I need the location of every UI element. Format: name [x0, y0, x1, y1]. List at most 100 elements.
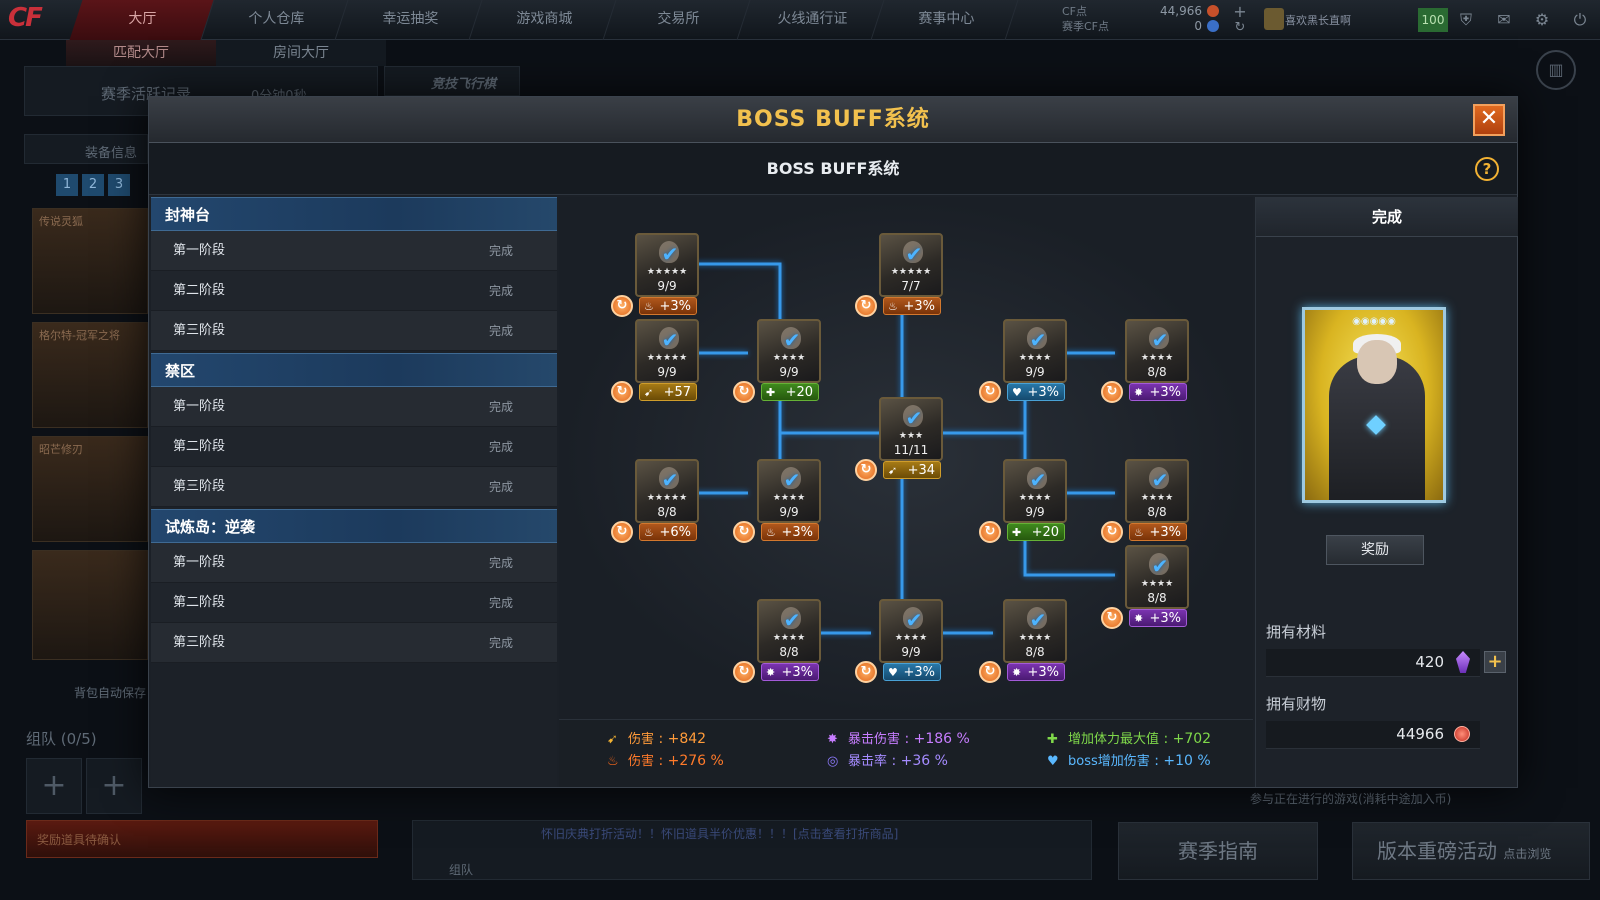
buff-node[interactable]: ✔★★★★★8/8 — [635, 459, 699, 523]
stage-row[interactable]: 第一阶段 完成 — [151, 387, 557, 427]
upgrade-icon[interactable]: ↻ — [979, 521, 1001, 543]
buff-node[interactable]: ✔★★★★9/9 — [1003, 319, 1067, 383]
item-card[interactable] — [32, 550, 148, 660]
material-label: 拥有材料 — [1266, 623, 1327, 641]
checkmark-icon: ✔ — [661, 328, 679, 352]
stage-row[interactable]: 第三阶段 完成 — [151, 311, 557, 351]
stage-group-header[interactable]: 禁区 — [151, 353, 557, 387]
stage-row[interactable]: 第二阶段 完成 — [151, 583, 557, 623]
buff-node[interactable]: ✔★★★★9/9 — [757, 459, 821, 523]
upgrade-icon[interactable]: ↻ — [611, 295, 633, 317]
node-bonus: ➹+57 — [639, 383, 697, 401]
stage-row[interactable]: 第一阶段 完成 — [151, 543, 557, 583]
node-bonus: ✸+3% — [1007, 663, 1065, 681]
nav-lottery[interactable]: 幸运抽奖 — [337, 0, 483, 40]
buff-node[interactable]: ✔★★★★8/8 — [1125, 459, 1189, 523]
node-stars: ★★★★ — [1018, 633, 1052, 643]
upgrade-icon[interactable]: ↻ — [1101, 521, 1123, 543]
season-guide-button[interactable]: 赛季指南 — [1118, 822, 1318, 880]
version-event-button[interactable]: 版本重磅活动 点击浏览 — [1352, 822, 1590, 880]
weapon-card[interactable]: 传说灵狐 — [32, 208, 148, 314]
stage-row[interactable]: 第二阶段 完成 — [151, 271, 557, 311]
buff-node[interactable]: ✔★★★★8/8 — [1003, 599, 1067, 663]
stage-row[interactable]: 第二阶段 完成 — [151, 427, 557, 467]
stats-icon[interactable]: ▥ — [1536, 50, 1576, 90]
upgrade-icon[interactable]: ↻ — [1101, 381, 1123, 403]
add-material-button[interactable]: + — [1484, 651, 1506, 673]
add-teammate-button[interactable]: + — [26, 758, 82, 814]
node-bonus: ♥+3% — [1007, 383, 1065, 401]
upgrade-icon[interactable]: ↻ — [855, 459, 877, 481]
buff-node[interactable]: ✔★★★★★9/9 — [635, 319, 699, 383]
buff-node[interactable]: ✔★★★★★7/7 — [879, 233, 943, 297]
buff-node[interactable]: ✔★★★★8/8 — [1125, 319, 1189, 383]
buff-node[interactable]: ✔★★★★9/9 — [879, 599, 943, 663]
stage-row[interactable]: 第一阶段 完成 — [151, 231, 557, 271]
fire-icon: ♨ — [644, 526, 654, 539]
upgrade-icon[interactable]: ↻ — [855, 661, 877, 683]
weapon-card[interactable]: 昭芒修刃 — [32, 436, 148, 542]
checkmark-icon: ✔ — [783, 608, 801, 632]
add-icon[interactable]: + — [1233, 2, 1247, 21]
upgrade-icon[interactable]: ↻ — [611, 521, 633, 543]
tab-room-lobby[interactable]: 房间大厅 — [273, 45, 329, 61]
node-progress: 11/11 — [893, 443, 929, 457]
chat-panel[interactable]: 怀旧庆典打折活动！！怀旧道具半价优惠！！！[点击查看打折商品] 组队 — [412, 820, 1092, 880]
refresh-icon[interactable]: ↻ — [1234, 20, 1246, 35]
reward-pending-bar[interactable]: 奖励道具待确认 — [26, 820, 378, 858]
upgrade-icon[interactable]: ↻ — [1101, 607, 1123, 629]
upgrade-icon[interactable]: ↻ — [733, 381, 755, 403]
loadout-tab-1[interactable]: 1 — [56, 174, 78, 196]
reward-character-card[interactable]: ◉◉◉◉◉ — [1302, 307, 1446, 503]
message-icon[interactable]: ✉ — [1497, 10, 1511, 29]
reward-panel: 完成 ◉◉◉◉◉ 奖励 拥有材料 420 + 拥有财物 44966 — [1255, 197, 1518, 787]
dialog-titlebar: BOSS BUFF系统 ✕ — [149, 97, 1517, 143]
reward-button[interactable]: 奖励 — [1326, 535, 1424, 565]
stage-group-header[interactable]: 试炼岛：逆袭 — [151, 509, 557, 543]
top-nav-bar: CF 大厅 个人仓库 幸运抽奖 游戏商城 交易所 火线通行证 赛事中心 CF点 … — [0, 0, 1600, 40]
purple-icon: ✸ — [1134, 612, 1144, 625]
node-bonus: ♨+6% — [639, 523, 697, 541]
buff-node[interactable]: ✔★★★★8/8 — [1125, 545, 1189, 609]
gear-icon[interactable]: ⚙ — [1534, 10, 1550, 29]
nav-exchange[interactable]: 交易所 — [605, 0, 751, 40]
help-button[interactable]: ? — [1475, 157, 1499, 181]
equip-info-tab[interactable]: 装备信息 — [24, 134, 148, 164]
loadout-tab-2[interactable]: 2 — [82, 174, 104, 196]
nav-warehouse[interactable]: 个人仓库 — [203, 0, 349, 40]
nav-shop[interactable]: 游戏商城 — [471, 0, 617, 40]
upgrade-icon[interactable]: ↻ — [733, 521, 755, 543]
crit-damage-icon: ✸ — [827, 732, 838, 747]
node-progress: 9/9 — [657, 279, 677, 293]
upgrade-icon[interactable]: ↻ — [733, 661, 755, 683]
tab-match-lobby[interactable]: 匹配大厅 — [66, 40, 216, 66]
buff-node[interactable]: ✔★★★11/11 — [879, 397, 943, 461]
buff-node[interactable]: ✔★★★★8/8 — [757, 599, 821, 663]
node-progress: 8/8 — [1147, 365, 1167, 379]
event-banner[interactable]: 竞技飞行棋 — [384, 66, 520, 96]
stage-group-header[interactable]: 封神台 — [151, 197, 557, 231]
nav-events[interactable]: 赛事中心 — [873, 0, 1019, 40]
node-progress: 9/9 — [657, 365, 677, 379]
stage-row[interactable]: 第三阶段 完成 — [151, 467, 557, 507]
buff-node[interactable]: ✔★★★★9/9 — [757, 319, 821, 383]
wealth-value: 44966 — [1396, 725, 1444, 743]
nav-pass[interactable]: 火线通行证 — [739, 0, 885, 40]
buff-node[interactable]: ✔★★★★★9/9 — [635, 233, 699, 297]
buff-node[interactable]: ✔★★★★9/9 — [1003, 459, 1067, 523]
upgrade-icon[interactable]: ↻ — [979, 661, 1001, 683]
loadout-tab-3[interactable]: 3 — [108, 174, 130, 196]
upgrade-icon[interactable]: ↻ — [611, 381, 633, 403]
hp-icon: ✚ — [1047, 732, 1058, 747]
stage-row[interactable]: 第三阶段 完成 — [151, 623, 557, 663]
reward-status: 完成 — [1256, 197, 1518, 237]
upgrade-icon[interactable]: ↻ — [855, 295, 877, 317]
shield-icon[interactable]: ⛨ — [1459, 10, 1472, 29]
node-bonus: ✚+20 — [761, 383, 819, 401]
nav-lobby[interactable]: 大厅 — [69, 0, 215, 40]
add-teammate-button[interactable]: + — [86, 758, 142, 814]
power-icon[interactable]: ⏻ — [1573, 10, 1587, 29]
weapon-card[interactable]: 格尔特-冠军之将 — [32, 322, 148, 428]
upgrade-icon[interactable]: ↻ — [979, 381, 1001, 403]
close-button[interactable]: ✕ — [1473, 104, 1505, 136]
